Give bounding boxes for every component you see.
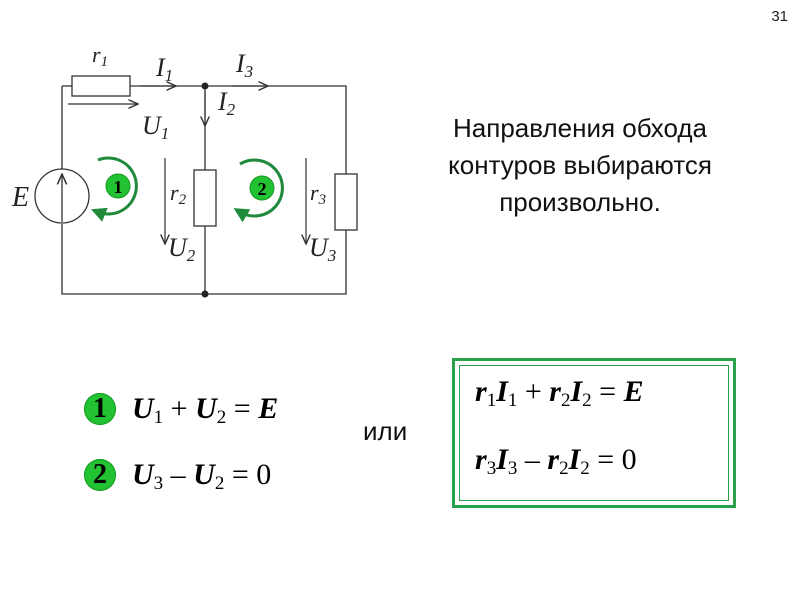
caption-line-2: контуров выбираются	[448, 150, 712, 180]
label-r1: r1	[92, 42, 108, 70]
box-equation-1: r1I1 + r2I2 = E	[475, 375, 644, 411]
equation-box-inner	[459, 365, 729, 501]
slide-number: 31	[771, 8, 788, 25]
or-label: или	[363, 416, 408, 446]
equation-badge-1: 1	[84, 393, 116, 425]
loop-badge-1-label: 1	[114, 177, 123, 197]
resistor-r3	[334, 173, 358, 231]
label-e: E	[11, 182, 29, 213]
label-i1: I1	[155, 53, 173, 85]
label-i3: I3	[235, 49, 253, 81]
equation-box: r1I1 + r2I2 = E r3I3 – r2I2 = 0	[452, 358, 736, 508]
loop-badge-2-label: 2	[258, 179, 267, 199]
loop-arrow-1	[91, 156, 138, 222]
label-u3: U3	[309, 233, 336, 265]
label-r2: r2	[170, 180, 187, 208]
label-r3: r3	[310, 180, 326, 208]
resistor-r2	[193, 169, 217, 227]
loop-badge-1	[105, 173, 131, 199]
loop-arrow-2	[233, 158, 284, 223]
voltage-source-e	[34, 168, 90, 224]
equation-row-1: 1 U1 + U2 = E	[84, 392, 279, 428]
equation-badge-2: 2	[84, 459, 116, 491]
label-u1: U1	[142, 111, 169, 143]
equation-1: U1 + U2 = E	[132, 392, 279, 428]
junction-dot-bottom	[201, 290, 209, 298]
loop-badge-2	[249, 175, 275, 201]
caption-line-1: Направления обхода	[453, 113, 707, 143]
equation-2: U3 – U2 = 0	[132, 458, 272, 494]
label-u2: U2	[168, 233, 196, 265]
label-i2: I2	[217, 87, 236, 119]
box-equation-2: r3I3 – r2I2 = 0	[475, 443, 637, 479]
resistor-r1	[71, 75, 131, 97]
caption-text: Направления обхода контуров выбираются п…	[400, 110, 760, 221]
equation-row-2: 2 U3 – U2 = 0	[84, 458, 272, 494]
junction-dot-top	[201, 82, 209, 90]
caption-line-3: произвольно.	[499, 187, 661, 217]
